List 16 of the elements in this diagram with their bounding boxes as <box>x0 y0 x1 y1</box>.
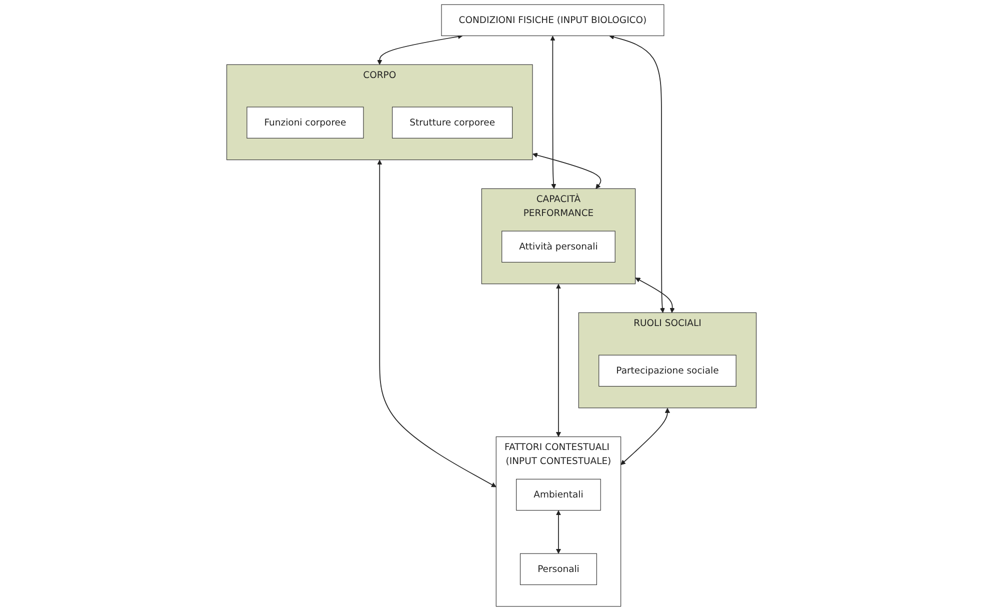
arrow <box>377 160 496 488</box>
arrow <box>609 34 665 313</box>
node-box: Funzioni corporee <box>246 106 364 138</box>
node-box: Strutture corporee <box>392 106 513 138</box>
arrow <box>532 152 602 189</box>
node-box: Ambientali <box>516 478 601 511</box>
node-box: Attività personali <box>502 230 616 263</box>
arrow <box>620 408 670 466</box>
arrow <box>635 278 675 313</box>
node-box: Personali <box>520 553 597 586</box>
arrow <box>550 36 556 189</box>
arrow <box>377 34 463 65</box>
arrow <box>556 284 561 437</box>
node-box: Partecipazione sociale <box>598 354 736 387</box>
arrow <box>556 510 561 554</box>
node-box: CONDIZIONI FISICHE (INPUT BIOLOGICO) <box>441 4 664 36</box>
